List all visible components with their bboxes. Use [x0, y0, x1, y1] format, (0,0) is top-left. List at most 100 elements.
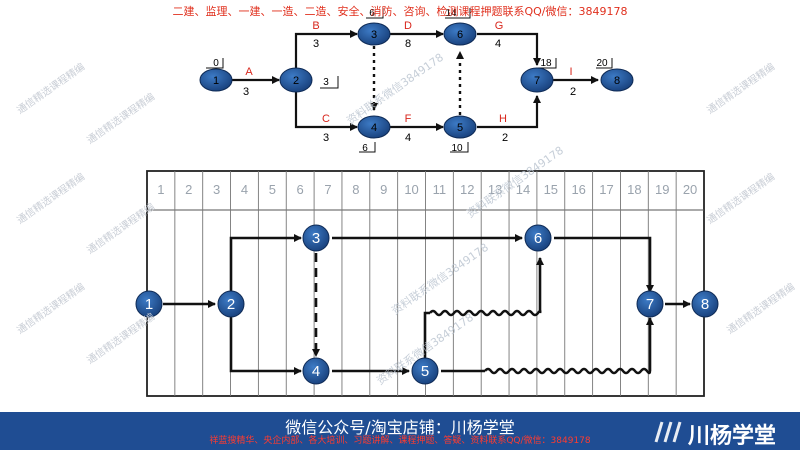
activity-duration: 4 — [405, 132, 411, 144]
activity-duration: 3 — [243, 86, 249, 98]
timescaled-arrows — [163, 234, 691, 375]
arrow-5-7 — [477, 95, 541, 129]
ts-node-label: 5 — [421, 363, 429, 380]
grid-column-label: 17 — [599, 182, 613, 197]
activity-duration: 3 — [323, 132, 329, 144]
activity-duration: 2 — [570, 86, 576, 98]
node-1 — [199, 68, 233, 92]
node-label: 7 — [534, 75, 540, 87]
svg-text:资料联系微信3849178: 资料联系微信3849178 — [344, 50, 446, 127]
footer-ad-text: 祥蓝搜精华、央企内部、各大培训、习题讲解、课程押题、答疑、资料联系QQ/微信：3… — [209, 436, 591, 446]
node-label: 3 — [371, 29, 377, 41]
grid-column-label: 16 — [571, 182, 585, 197]
footer-main-text: 微信公众号/淘宝店铺：川杨学堂 — [285, 418, 515, 437]
activity-names: A B C D F G H I — [245, 20, 572, 125]
grid-column-label: 12 — [460, 182, 474, 197]
node-label: 8 — [614, 75, 620, 87]
ts-node-7 — [636, 290, 664, 318]
arrow-6-7 — [477, 32, 541, 66]
grid-column-label: 18 — [627, 182, 641, 197]
ts-arrow-2-3 — [229, 234, 302, 293]
event-time-markers — [206, 8, 613, 153]
ts-node-label: 6 — [534, 230, 542, 247]
ts-node-2 — [217, 290, 245, 318]
activity-duration: 3 — [313, 38, 319, 50]
brand-name: 川杨学堂 — [688, 424, 777, 449]
grid-column-label: 6 — [297, 182, 304, 197]
node-6 — [443, 22, 477, 46]
grid-column-label: 7 — [324, 182, 331, 197]
grid-column-label: 4 — [241, 182, 248, 197]
ts-node-label: 1 — [145, 296, 153, 313]
node-4 — [357, 115, 391, 139]
node-7 — [520, 67, 554, 93]
ts-node-label: 3 — [312, 230, 320, 247]
grid-column-label: 19 — [655, 182, 669, 197]
grid-column-label: 2 — [185, 182, 192, 197]
grid-column-label: 1 — [157, 182, 164, 197]
center-watermarks: 资料联系微信3849178 资料联系微信3849178 资料联系微信384917… — [344, 50, 566, 387]
event-time: 20 — [596, 58, 608, 69]
event-times: 0 3 6 6 10 14 18 20 — [213, 8, 608, 154]
node-5 — [443, 115, 477, 139]
grid-column-label: 5 — [269, 182, 276, 197]
event-time: 10 — [451, 143, 463, 154]
event-time: 3 — [323, 77, 329, 88]
grid-column-label: 8 — [352, 182, 359, 197]
ts-node-label: 4 — [312, 363, 320, 380]
event-time: 6 — [362, 143, 368, 154]
ts-node-5 — [411, 357, 439, 385]
footer-bar — [0, 412, 800, 450]
arrow-2-4 — [294, 92, 358, 131]
activity-name: C — [322, 113, 330, 125]
grid-column-label: 3 — [213, 182, 220, 197]
event-time: 6 — [369, 8, 375, 19]
grid-column-label: 13 — [488, 182, 502, 197]
node-3 — [357, 22, 391, 46]
node-label: 1 — [213, 75, 219, 87]
ts-node-label: 7 — [646, 296, 654, 313]
wavy-line-5-6 — [429, 309, 542, 317]
grid-column-label: 11 — [433, 182, 447, 197]
timescaled-nodes — [135, 224, 719, 385]
activity-name: H — [499, 113, 507, 125]
ts-node-8 — [691, 290, 719, 318]
timescaled-node-labels: 1 2 3 4 5 6 7 8 — [145, 230, 709, 380]
activity-name: B — [312, 20, 319, 32]
svg-text:资料联系微信3849178: 资料联系微信3849178 — [389, 240, 491, 317]
grid-column-label: 15 — [544, 182, 558, 197]
activity-name: G — [495, 20, 504, 32]
activity-name: D — [404, 20, 412, 32]
activity-durations: 3 3 3 8 4 4 2 2 — [243, 38, 576, 144]
event-time: 18 — [540, 58, 552, 69]
arrow-2-3 — [294, 30, 358, 68]
top-nodes — [199, 22, 634, 139]
grid-column-label: 14 — [516, 182, 530, 197]
top-banner: 二建、监理、一建、一造、二造、安全、消防、咨询、检测课程押题联系QQ/微信：38… — [172, 5, 628, 18]
wavy-line-5-7 — [484, 367, 652, 375]
brand-logo-icon — [654, 421, 682, 443]
free-float-wavy-lines — [429, 309, 652, 375]
grid-column-label: 20 — [683, 182, 697, 197]
activity-name: A — [245, 66, 253, 78]
activity-duration: 2 — [502, 132, 508, 144]
ts-arrow-2-4 — [229, 317, 302, 375]
time-grid — [146, 170, 705, 397]
activity-name: F — [405, 113, 412, 125]
ts-node-label: 8 — [701, 296, 709, 313]
top-node-labels: 1 2 3 4 5 6 7 8 — [213, 29, 620, 134]
activity-arrows — [232, 30, 599, 131]
event-time: 14 — [445, 8, 457, 19]
event-time: 0 — [213, 58, 219, 69]
node-label: 4 — [371, 122, 377, 134]
node-2 — [279, 67, 313, 93]
ts-dummy-5-6-rise — [423, 311, 430, 358]
ts-node-3 — [302, 224, 330, 252]
activity-duration: 4 — [495, 38, 501, 50]
node-label: 2 — [293, 75, 299, 87]
ts-node-4 — [302, 357, 330, 385]
ts-node-1 — [135, 290, 163, 318]
node-label: 5 — [457, 122, 463, 134]
